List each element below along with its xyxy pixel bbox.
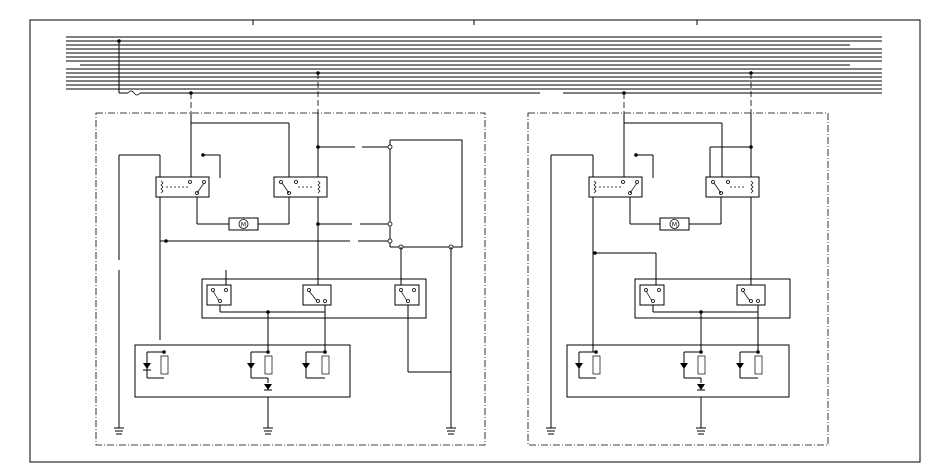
fuse-supply-branch [117, 39, 150, 96]
left-module-boundary [95, 112, 486, 446]
wire-harness-bundle [66, 36, 882, 94]
ground-symbols-left [114, 427, 456, 435]
diode-module-left [134, 344, 351, 398]
relay-1 [155, 176, 210, 198]
motor-label: M [672, 222, 677, 229]
drawing-frame [29, 19, 921, 463]
relay-2 [273, 176, 328, 198]
ground-symbols-right [546, 427, 706, 435]
relay-4 [705, 176, 760, 198]
fuse-symbol [127, 90, 141, 96]
window-switch-panel-left [201, 278, 427, 319]
motor-label: M [241, 222, 246, 229]
window-switch-panel-right [634, 278, 791, 319]
window-motor-right: M [659, 217, 690, 231]
window-motor-left: M [228, 217, 259, 231]
diode-module-right [566, 344, 790, 398]
connector-block [387, 139, 463, 250]
right-door-module: M [527, 71, 829, 446]
right-module-boundary [527, 112, 829, 446]
relay-3 [588, 176, 643, 198]
left-door-module: M [95, 71, 486, 446]
